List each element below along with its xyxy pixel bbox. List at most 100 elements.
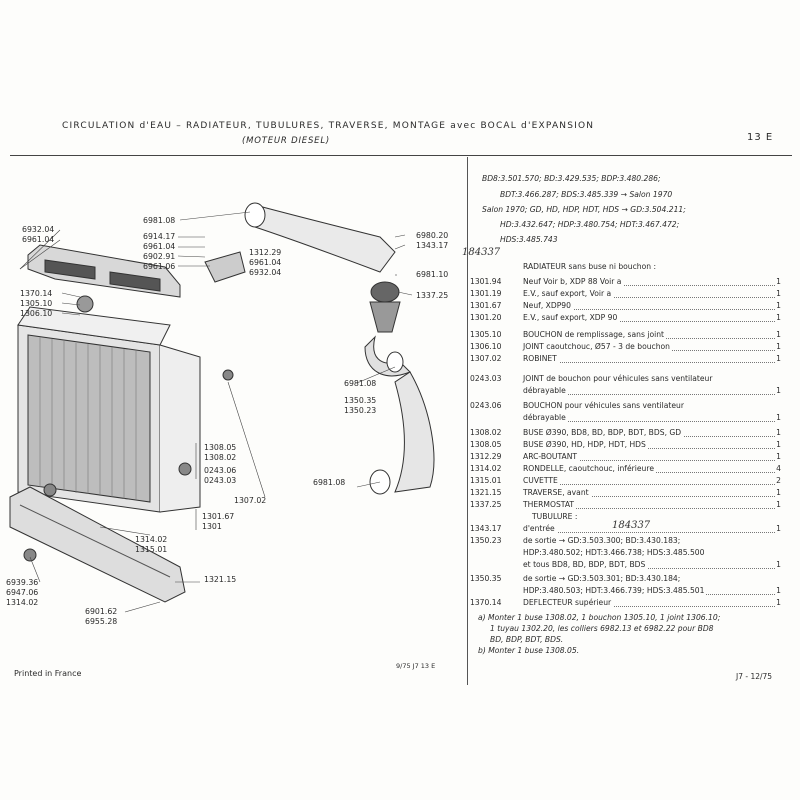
footer-date: J7 - 12/75	[736, 672, 773, 681]
handwritten-annotation: 184337	[462, 247, 501, 258]
ref-label: 1306.10	[20, 309, 53, 318]
ref-label: 1321.15	[204, 575, 237, 584]
part-code: 1337.25	[470, 500, 502, 509]
ref-label: 6961.04	[22, 235, 55, 244]
part-code: 1321.15	[470, 488, 502, 497]
ref-label: 1315.01	[135, 545, 168, 554]
ref-label: 1314.02	[135, 535, 168, 544]
part-qty: 1	[776, 342, 781, 351]
part-desc: THERMOSTAT	[523, 500, 577, 509]
part-code: 1315.01	[470, 476, 502, 485]
applicability-line: HD:3.432.647; HDP:3.480.754; HDT:3.467.4…	[500, 220, 680, 229]
note-line: 1 tuyau 1302.20, les colliers 6982.13 et…	[490, 624, 714, 633]
part-desc: de sortie → GD:3.503.300; BD:3.430.183;	[523, 536, 683, 545]
ref-label: 6902.91	[143, 252, 176, 261]
ref-label: 1301	[202, 522, 222, 531]
part-desc: HDP:3.480.502; HDT:3.466.738; HDS:3.485.…	[523, 548, 707, 557]
footer-code: 9/75 J7 13 E	[396, 662, 436, 670]
ref-label: 6947.06	[6, 588, 39, 597]
part-row: 1315.01 CUVETTE 2	[470, 476, 790, 487]
part-qty: 1	[776, 301, 781, 310]
ref-label: 1343.17	[416, 241, 449, 250]
note-line: BD, BDP, BDT, BDS.	[490, 635, 564, 644]
footer-printed: Printed in France	[14, 669, 82, 678]
part-desc: BOUCHON pour véhicules sans ventilateur	[523, 401, 686, 410]
part-desc: ARC-BOUTANT	[523, 452, 580, 461]
ref-label: 1337.25	[416, 291, 449, 300]
part-desc: débrayable	[523, 386, 568, 395]
part-qty: 1	[776, 428, 781, 437]
part-code: 1314.02	[470, 464, 502, 473]
ref-label: 6961.06	[143, 262, 176, 271]
part-code: 1307.02	[470, 354, 502, 363]
part-desc: TRAVERSE, avant	[523, 488, 591, 497]
applicability-line: HDS:3.485.743	[500, 235, 558, 244]
part-qty: 1	[776, 500, 781, 509]
note-line: b) Monter 1 buse 1308.05.	[478, 646, 580, 655]
ref-label: 6961.04	[249, 258, 282, 267]
part-code: 1370.14	[470, 598, 502, 607]
ref-label: 0243.06	[204, 466, 237, 475]
part-qty: 1	[776, 440, 781, 449]
part-code: 1350.35	[470, 574, 502, 583]
ref-label: 1314.02	[6, 598, 39, 607]
part-row: 1306.10 JOINT caoutchouc, Ø57 - 3 de bouc…	[470, 342, 790, 353]
column-divider	[467, 157, 468, 685]
part-qty: 1	[776, 277, 781, 286]
part-qty: 1	[776, 586, 781, 595]
part-code: 1306.10	[470, 342, 502, 351]
ref-label: 1312.29	[249, 248, 282, 257]
ref-label: 6932.04	[22, 225, 55, 234]
part-code: 1350.23	[470, 536, 502, 545]
part-code: 1301.20	[470, 313, 502, 322]
part-code: 0243.03	[470, 374, 502, 383]
part-qty: 1	[776, 289, 781, 298]
part-qty: 1	[776, 524, 781, 533]
ref-label: 1307.02	[234, 496, 267, 505]
part-desc: JOINT caoutchouc, Ø57 - 3 de bouchon	[523, 342, 672, 351]
ref-label: 6981.08	[143, 216, 176, 225]
ref-label: 1370.14	[20, 289, 53, 298]
part-desc: d'entrée	[523, 524, 557, 533]
part-qty: 1	[776, 354, 781, 363]
handwritten-annotation: 184337	[612, 520, 651, 531]
part-desc: BUSE Ø390, HD, HDP, HDT, HDS	[523, 440, 648, 449]
part-row: 1307.02 ROBINET 1	[470, 354, 790, 365]
part-desc: E.V., sauf export, XDP 90	[523, 313, 620, 322]
ref-label: 6939.36	[6, 578, 39, 587]
part-row: 0243.03 JOINT de bouchon pour véhicules s…	[470, 374, 790, 385]
ref-label: 1305.10	[20, 299, 53, 308]
part-code: 1305.10	[470, 330, 502, 339]
ref-label: 6980.20	[416, 231, 449, 240]
part-row: 0243.06 BOUCHON pour véhicules sans venti…	[470, 401, 790, 412]
part-qty: 2	[776, 476, 781, 485]
part-code: 1301.19	[470, 289, 502, 298]
part-desc: débrayable	[523, 413, 568, 422]
part-code: 1301.67	[470, 301, 502, 310]
part-desc: TUBULURE :	[532, 512, 580, 521]
exploded-diagram	[9, 202, 435, 613]
ref-label: 6932.04	[249, 268, 282, 277]
part-desc: JOINT de bouchon pour véhicules sans ven…	[523, 374, 715, 383]
ref-label: 6961.04	[143, 242, 176, 251]
section-heading: RADIATEUR sans buse ni bouchon :	[523, 262, 657, 271]
part-desc: E.V., sauf export, Voir a	[523, 289, 614, 298]
part-code: 0243.06	[470, 401, 502, 410]
part-desc: ROBINET	[523, 354, 559, 363]
ref-label: 6981.08	[344, 379, 377, 388]
ref-label: 6914.17	[143, 232, 176, 241]
part-desc: RONDELLE, caoutchouc, inférieure	[523, 464, 656, 473]
part-row: 1337.25 THERMOSTAT 1	[470, 500, 790, 511]
part-qty: 1	[776, 330, 781, 339]
page-subtitle: (MOTEUR DIESEL)	[242, 136, 330, 146]
ref-label: 6901.62	[85, 607, 118, 616]
part-desc: CUVETTE	[523, 476, 560, 485]
